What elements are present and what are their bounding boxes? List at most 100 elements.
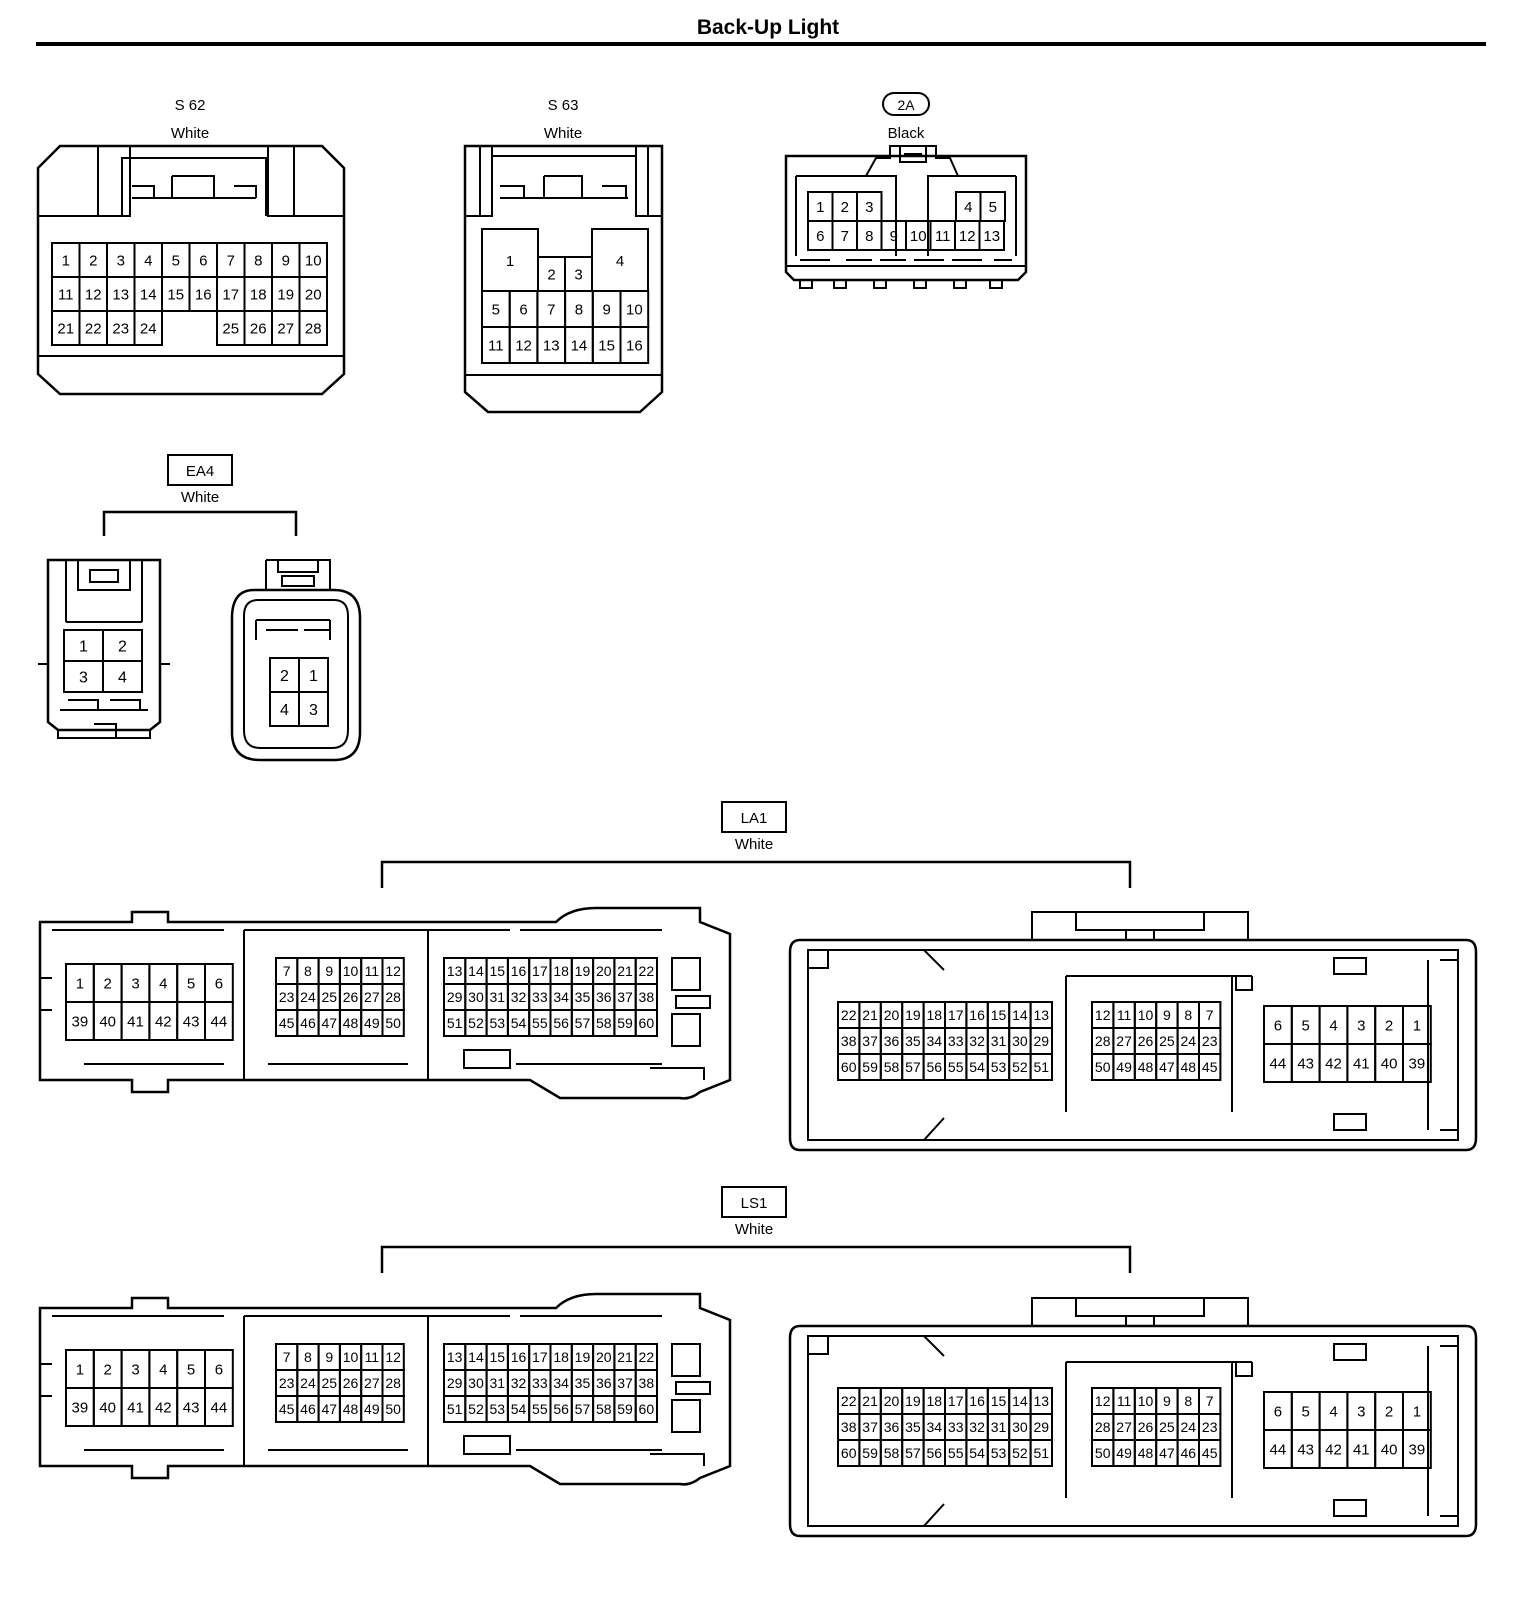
- pin-number: 48: [1138, 1059, 1154, 1075]
- pin-number: 54: [511, 1015, 527, 1031]
- la1-male-dividers: [243, 929, 711, 1080]
- pin-number: 44: [211, 1399, 228, 1416]
- pin-number: 42: [1325, 1055, 1342, 1072]
- ls1-female-inner: [807, 1335, 1459, 1527]
- pin-number: 9: [1163, 1007, 1171, 1023]
- pin-number: 13: [543, 337, 560, 354]
- ls1-female-dividers: [1065, 1361, 1253, 1498]
- pin-cell: [204, 1001, 234, 1041]
- pin-number: 5: [187, 1361, 195, 1378]
- la1-female-top-latch: [1031, 911, 1249, 940]
- pin-number: 27: [1116, 1419, 1132, 1435]
- ea4-id-box: [167, 454, 233, 486]
- pin-number: 3: [131, 1361, 139, 1378]
- pin-number: 25: [321, 989, 337, 1005]
- pin-number: 12: [385, 963, 401, 979]
- pin-number: 25: [1159, 1419, 1175, 1435]
- pin-number: 8: [865, 228, 873, 245]
- pin-number: 37: [617, 989, 633, 1005]
- pin-number: 22: [639, 1349, 655, 1365]
- pin-number: 50: [385, 1401, 401, 1417]
- pin-number: 11: [935, 228, 951, 245]
- pin-number: 38: [841, 1033, 857, 1049]
- pin-number: 3: [865, 199, 873, 216]
- pin-cell: [1029, 1439, 1053, 1467]
- pin-number: 6: [215, 1361, 223, 1378]
- pin-number: 14: [468, 963, 484, 979]
- pin-number: 8: [254, 252, 262, 269]
- pin-number: 58: [596, 1015, 612, 1031]
- s62-id-label: S 62: [175, 97, 206, 114]
- la1-id-box: [721, 801, 787, 833]
- pin-number: 26: [343, 1375, 359, 1391]
- pin-number: 56: [553, 1015, 569, 1031]
- pin-number: 4: [280, 702, 289, 719]
- pin-number: 4: [159, 1361, 167, 1378]
- pin-number: 6: [215, 975, 223, 992]
- pin-number: 4: [159, 975, 167, 992]
- pin-number: 26: [250, 320, 267, 337]
- ls1-male-dividers: [243, 1315, 711, 1466]
- pin-number: 52: [468, 1015, 484, 1031]
- pin-number: 13: [1034, 1007, 1050, 1023]
- s63-color-label: White: [544, 125, 582, 142]
- pin-number: 12: [85, 286, 102, 303]
- pin-number: 58: [884, 1059, 900, 1075]
- ls1-female-top-latch: [1031, 1297, 1249, 1326]
- pin-number: 45: [279, 1401, 295, 1417]
- pin-number: 11: [1117, 1007, 1132, 1023]
- pin-number: 1: [79, 638, 88, 655]
- pin-number: 4: [144, 252, 152, 269]
- pin-number: 17: [532, 963, 548, 979]
- pin-number: 18: [927, 1007, 943, 1023]
- pin-number: 9: [602, 301, 610, 318]
- pin-number: 48: [1181, 1059, 1197, 1075]
- pin-cell: [619, 326, 650, 364]
- pin-number: 15: [489, 963, 505, 979]
- pin-number: 35: [575, 989, 591, 1005]
- ea4-bracket: [102, 510, 298, 536]
- pin-number: 31: [991, 1419, 1007, 1435]
- pin-number: 6: [1274, 1017, 1282, 1034]
- pin-number: 4: [118, 669, 127, 686]
- pin-number: 25: [321, 1375, 337, 1391]
- pin-number: 53: [991, 1059, 1007, 1075]
- ls1-male-slots: [39, 1315, 662, 1455]
- pin-number: 17: [222, 286, 239, 303]
- pin-number: 53: [991, 1445, 1007, 1461]
- pin-number: 54: [969, 1445, 985, 1461]
- pin-number: 13: [447, 963, 463, 979]
- c2a-id-label: 2A: [897, 97, 915, 113]
- pin-number: 40: [99, 1399, 116, 1416]
- pin-number: 11: [58, 286, 74, 303]
- pin-number: 8: [304, 1349, 312, 1365]
- pin-number: 32: [969, 1033, 985, 1049]
- pin-number: 25: [1159, 1033, 1175, 1049]
- pin-cell: [978, 220, 1005, 251]
- pin-cell: [381, 1395, 405, 1423]
- pin-number: 8: [1184, 1007, 1192, 1023]
- pin-number: 54: [511, 1401, 527, 1417]
- pin-number: 46: [300, 1015, 316, 1031]
- pin-number: 1: [816, 199, 824, 216]
- pin-number: 43: [183, 1013, 200, 1030]
- pin-number: 7: [227, 252, 235, 269]
- pin-number: 15: [991, 1393, 1007, 1409]
- pin-number: 58: [884, 1445, 900, 1461]
- pin-number: 20: [884, 1393, 900, 1409]
- pin-number: 9: [1163, 1393, 1171, 1409]
- pin-number: 23: [1202, 1419, 1218, 1435]
- pin-number: 36: [884, 1033, 900, 1049]
- pin-number: 31: [489, 1375, 505, 1391]
